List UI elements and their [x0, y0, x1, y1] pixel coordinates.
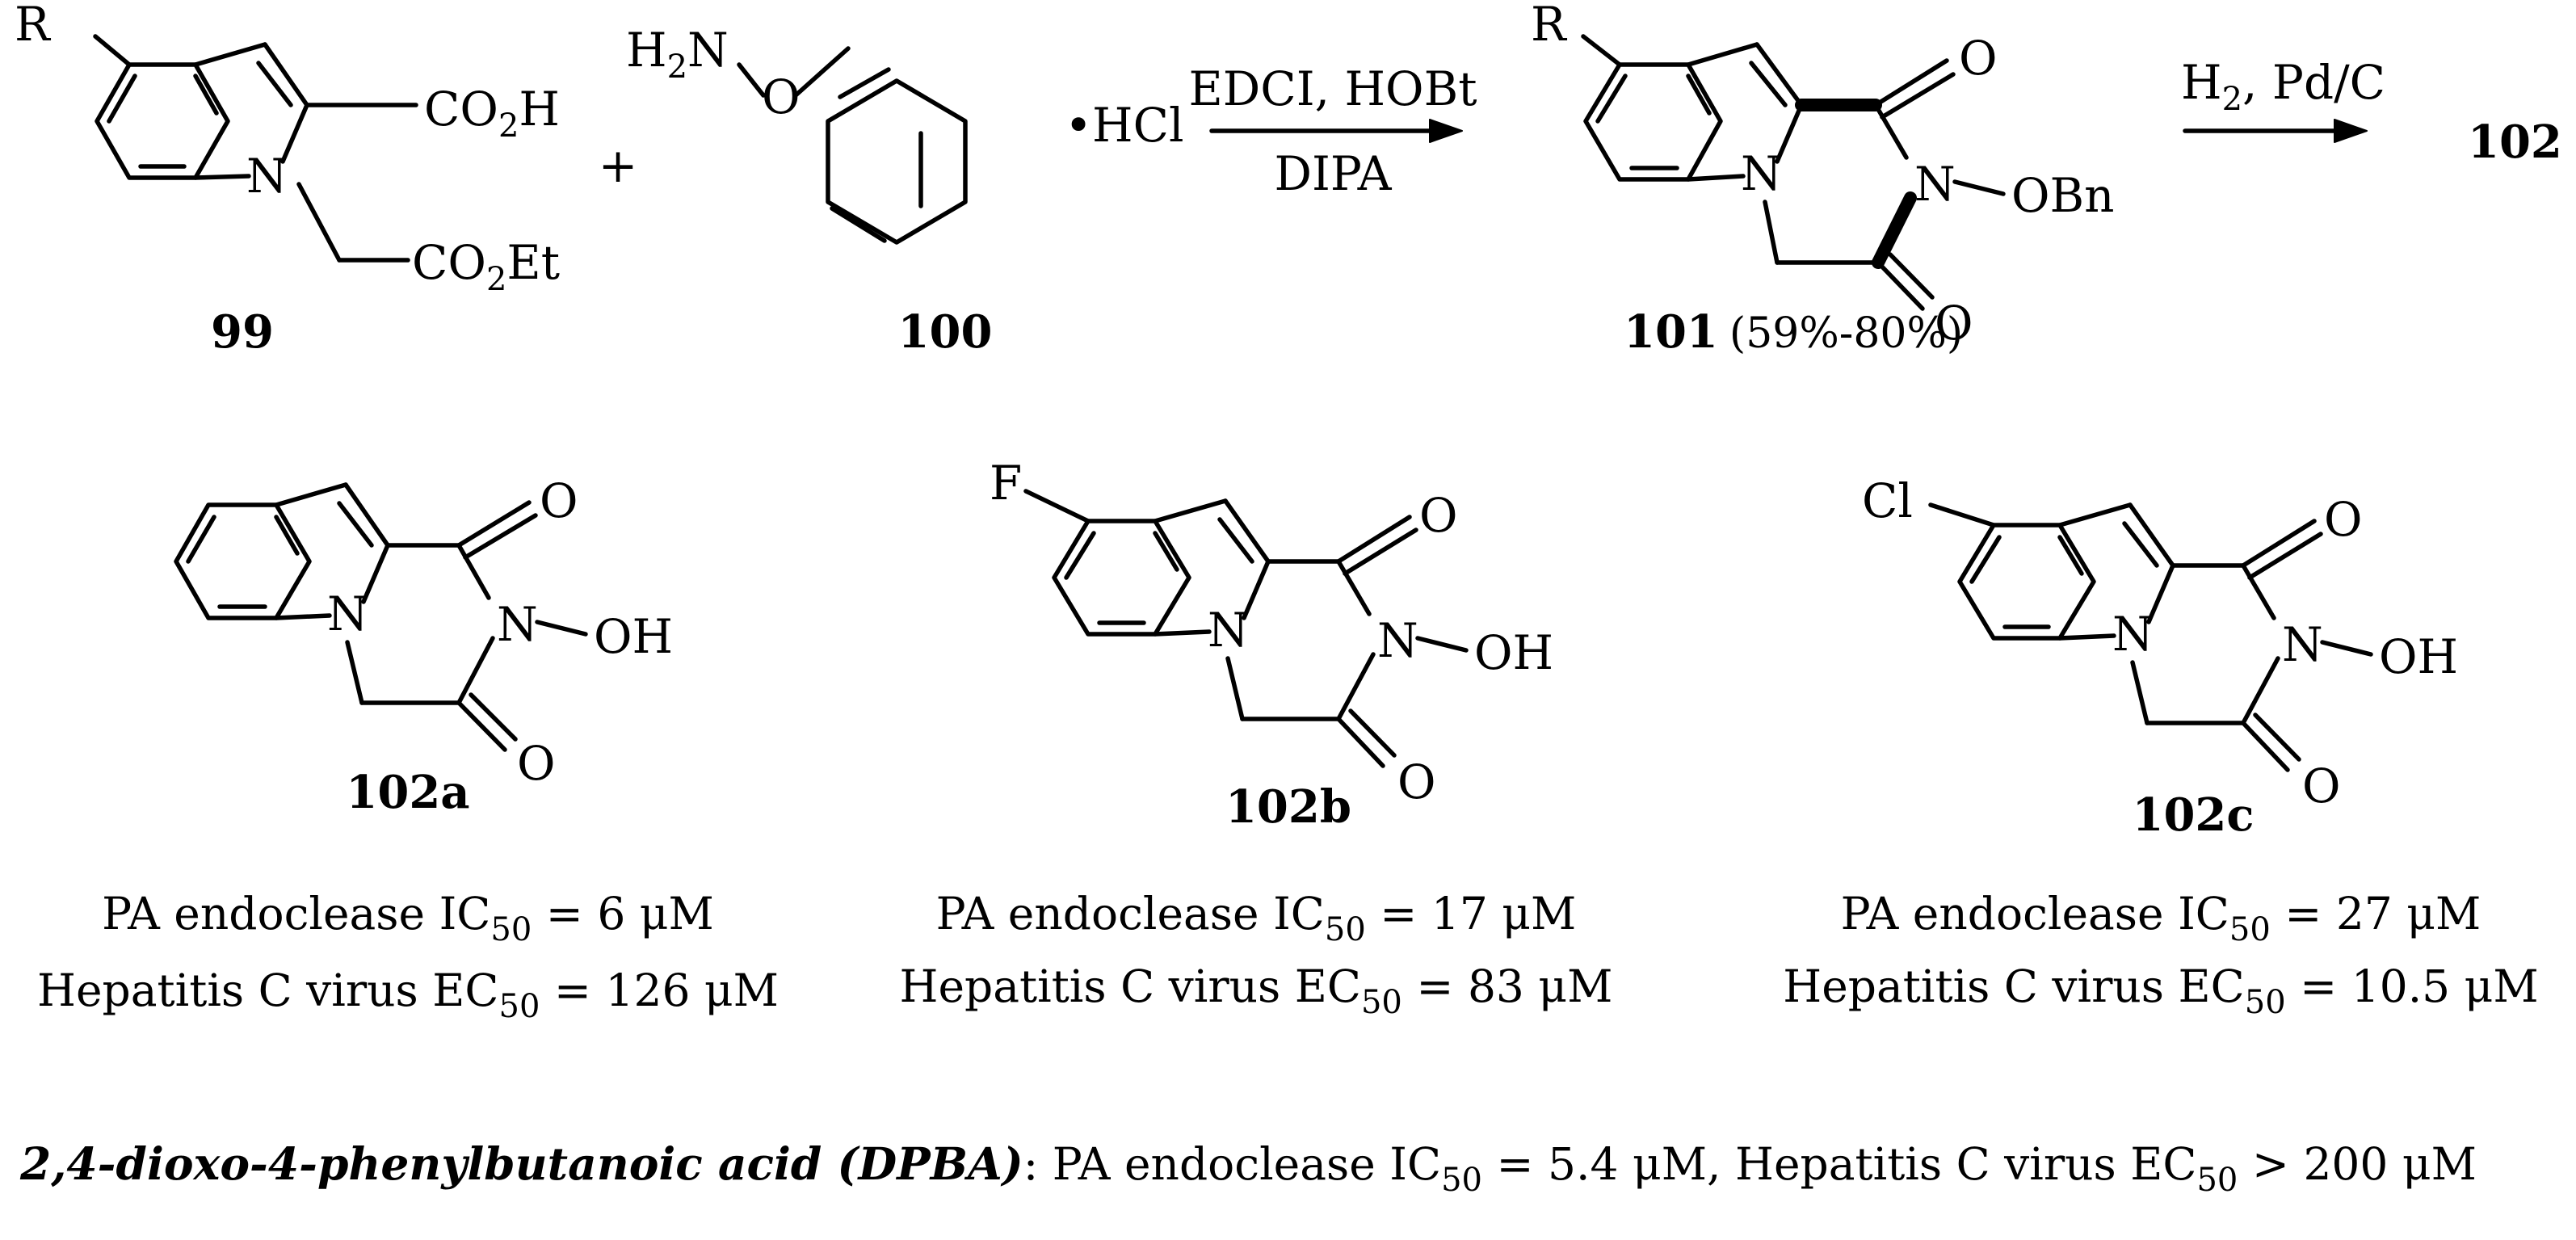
compound-99-ester-co: CO: [412, 235, 486, 290]
reaction-arrow-1: EDCI, HOBt DIPA: [1188, 61, 1477, 201]
compound-101-structure: R N N OBn O O 101(59%-80%): [1531, 0, 2115, 359]
analog-102c-carbonyl-top: O: [2324, 492, 2363, 547]
footer-ic50-prefix: : PA endoclease IC: [1023, 1138, 1441, 1190]
analog-102b-carbonyl-bottom: O: [1397, 755, 1436, 809]
analog-102c-ic50-subscript: 50: [2229, 911, 2271, 948]
compound-101-carbonyl-bottom: O: [1935, 296, 1973, 351]
footer-compound-name: 2,4-dioxo-4-phenylbutanoic acid (DPBA): [19, 1137, 1023, 1190]
compound-99-acid-co: CO: [424, 82, 498, 137]
product-102-label: 102: [2468, 116, 2562, 169]
analog-102b-hcv-ec50: Hepatitis C virus EC50 = 83 μM: [900, 960, 1613, 1021]
compound-101-yield: (59%-80%): [1729, 309, 1963, 358]
analog-102a-ec50-value: = 126 μM: [540, 965, 779, 1016]
compound-99-ester-et: Et: [506, 235, 560, 290]
compound-100-structure: H2N O • HCl 100: [626, 23, 1184, 359]
analog-102a-structure: N N OH O O 102a: [174, 473, 673, 819]
compound-100-label: 100: [898, 305, 993, 359]
footer-dpba-note: 2,4-dioxo-4-phenylbutanoic acid (DPBA): …: [19, 1137, 2477, 1199]
compound-101-ring-nitrogen: N: [1741, 146, 1782, 201]
footer-ec50-subscript: 50: [2196, 1162, 2238, 1199]
analog-102b-hydroxyl: OH: [1474, 625, 1553, 680]
compound-100-oxygen: O: [762, 69, 801, 124]
compound-99-ester-subscript: 2: [486, 261, 506, 298]
analog-102b-label: 102b: [1225, 780, 1351, 834]
analog-102b-ic50-prefix: PA endoclease IC: [936, 888, 1325, 939]
analog-102a-carbonyl-bottom: O: [517, 736, 556, 791]
compound-99-label: 99: [211, 305, 274, 359]
analog-102c-pa-ic50: PA endoclease IC50 = 27 μM: [1841, 888, 2481, 948]
analog-102b-fluorine: F: [990, 456, 1022, 511]
compound-99-ester-group: CO2Et: [412, 235, 560, 298]
analog-102c-hydroxyl: OH: [2379, 629, 2458, 684]
analog-102b-structure: F N N OH O O 102b: [990, 456, 1553, 834]
analog-102c-label: 102c: [2133, 788, 2255, 842]
hydrogenation-catalyst: , Pd/C: [2242, 55, 2385, 110]
compound-100-n: N: [687, 23, 729, 78]
analog-102b-imide-nitrogen: N: [1377, 613, 1418, 668]
analog-102a-activity: PA endoclease IC50 = 6 μM Hepatitis C vi…: [37, 888, 779, 1025]
analog-102a-ec50-prefix: Hepatitis C virus EC: [37, 965, 498, 1016]
compound-99-acid-h: H: [519, 82, 560, 137]
analog-102c-ec50-subscript: 50: [2245, 984, 2286, 1021]
analog-102b-activity: PA endoclease IC50 = 17 μM Hepatitis C v…: [900, 888, 1613, 1021]
hydrogenation-h: H: [2181, 55, 2222, 110]
compound-99-nitrogen: N: [246, 149, 288, 204]
analog-102b-ec50-subscript: 50: [1361, 984, 1402, 1021]
analog-102a-ec50-subscript: 50: [499, 988, 540, 1025]
analog-102a-ic50-prefix: PA endoclease IC: [102, 888, 490, 939]
compound-100-h-subscript: 2: [667, 48, 687, 86]
compound-101-label: 101: [1624, 305, 1718, 359]
hydrogenation-label: H2, Pd/C: [2181, 55, 2385, 118]
reagent-bottom-label: DIPA: [1275, 146, 1393, 201]
compound-100-h: H: [626, 23, 667, 78]
compound-101-r-group: R: [1531, 0, 1568, 52]
analog-102b-ring-nitrogen: N: [1208, 603, 1249, 658]
analog-102b-ic50-value: = 17 μM: [1366, 888, 1577, 939]
analog-102c-activity: PA endoclease IC50 = 27 μM Hepatitis C v…: [1783, 888, 2538, 1021]
footer-ic50-value: = 5.4 μM, Hepatitis C virus EC: [1482, 1138, 2197, 1190]
compound-99-acid-subscript: 2: [498, 107, 519, 145]
reaction-arrow-2: H2, Pd/C 102: [2181, 55, 2562, 169]
compound-100-salt: HCl: [1092, 98, 1184, 153]
analog-102b-carbonyl-top: O: [1419, 488, 1458, 543]
compound-100-amine: H2N: [626, 23, 729, 86]
compound-99-structure: R N CO2H CO2Et 99: [15, 0, 560, 359]
analog-102a-ic50-value: = 6 μM: [532, 888, 714, 939]
compound-101-imide-nitrogen: N: [1914, 157, 1956, 212]
footer-ic50-subscript: 50: [1441, 1162, 1482, 1199]
analog-102c-carbonyl-bottom: O: [2302, 759, 2341, 813]
hydrogenation-h-subscript: 2: [2222, 81, 2242, 118]
analog-102b-ec50-value: = 83 μM: [1402, 960, 1613, 1012]
analog-102b-ic50-subscript: 50: [1325, 911, 1366, 948]
footer-ec50-value: > 200 μM: [2238, 1138, 2477, 1190]
analog-102c-ic50-prefix: PA endoclease IC: [1841, 888, 2229, 939]
analog-102b-pa-ic50: PA endoclease IC50 = 17 μM: [936, 888, 1577, 948]
analog-102c-ring-nitrogen: N: [2112, 607, 2154, 662]
compound-101-caption: 101(59%-80%): [1624, 305, 1963, 359]
compound-101-carbonyl-top: O: [1959, 31, 1998, 86]
analog-102b-ec50-prefix: Hepatitis C virus EC: [900, 960, 1361, 1012]
analog-102c-imide-nitrogen: N: [2282, 617, 2323, 672]
plus-sign: +: [599, 138, 638, 193]
analog-102a-hcv-ec50: Hepatitis C virus EC50 = 126 μM: [37, 965, 779, 1025]
analog-102a-imide-nitrogen: N: [497, 597, 538, 652]
compound-101-obn: OBn: [2011, 168, 2115, 223]
analog-102a-label: 102a: [346, 766, 469, 819]
analog-102a-ic50-subscript: 50: [490, 911, 532, 948]
analog-102c-ic50-value: = 27 μM: [2271, 888, 2481, 939]
compound-99-acid-group: CO2H: [424, 82, 560, 145]
analog-102c-chlorine: Cl: [1862, 473, 1913, 528]
analog-102c-structure: Cl N N OH O O 102c: [1862, 473, 2458, 842]
analog-102c-ec50-value: = 10.5 μM: [2286, 960, 2539, 1012]
compound-100-salt-dot: •: [1065, 98, 1092, 153]
analog-102c-ec50-prefix: Hepatitis C virus EC: [1783, 960, 2244, 1012]
reagent-top-label: EDCI, HOBt: [1188, 61, 1477, 116]
compound-99-r-group: R: [15, 0, 52, 52]
analog-102c-hcv-ec50: Hepatitis C virus EC50 = 10.5 μM: [1783, 960, 2538, 1021]
analog-102a-carbonyl-top: O: [540, 473, 578, 528]
analog-102a-hydroxyl: OH: [594, 609, 673, 664]
analog-102a-ring-nitrogen: N: [327, 586, 368, 641]
analog-102a-pa-ic50: PA endoclease IC50 = 6 μM: [102, 888, 714, 948]
